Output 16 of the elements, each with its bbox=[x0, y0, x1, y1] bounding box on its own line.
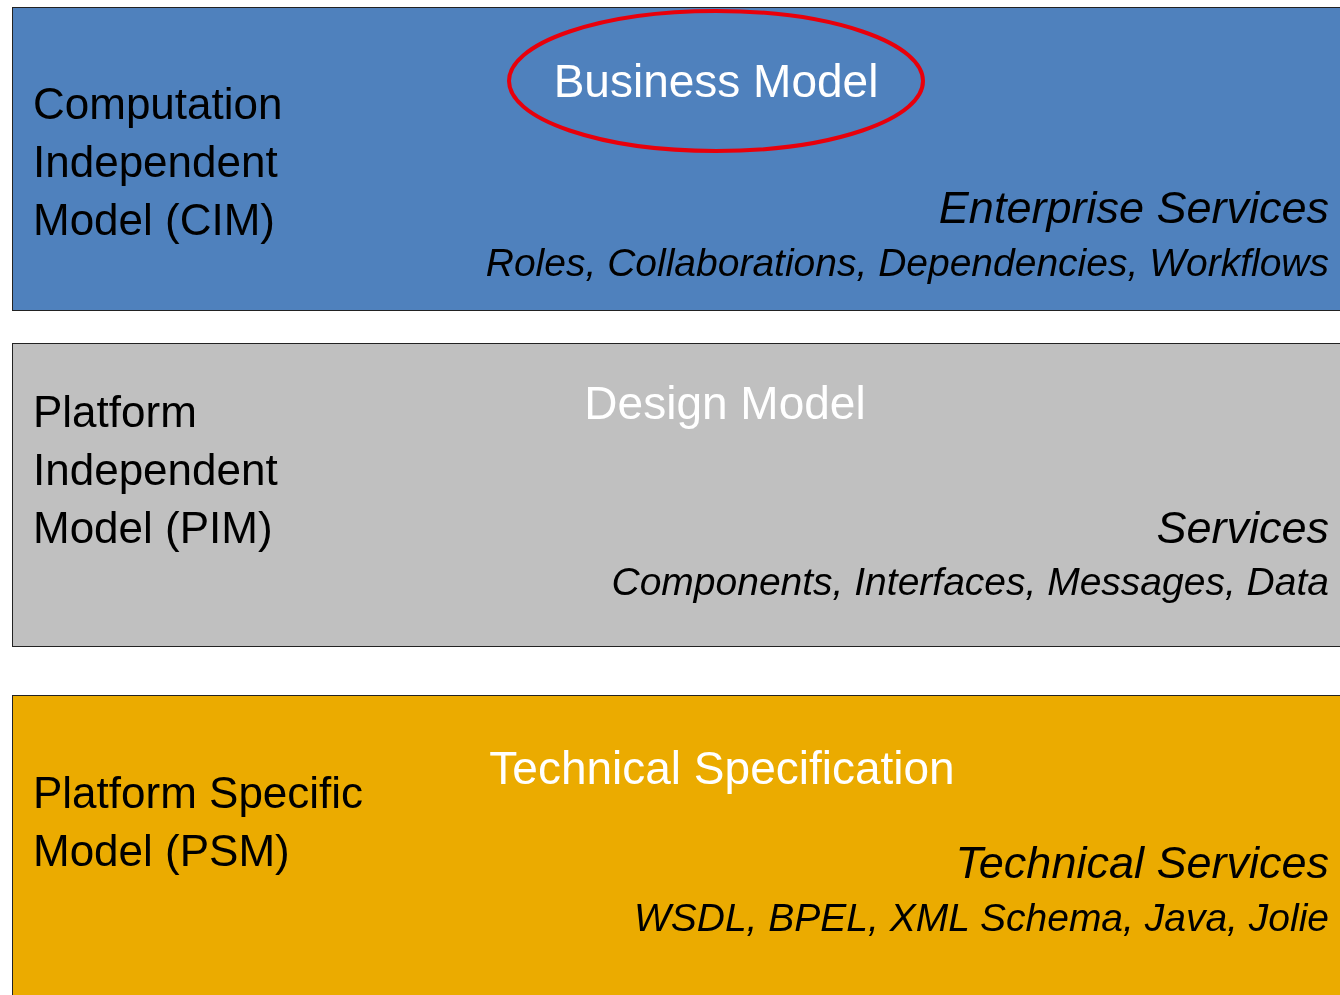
technology-list: WSDL, BPEL, XML Schema, Java, Jolie bbox=[633, 893, 1329, 943]
layer-title: Computation Independent Model (CIM) bbox=[33, 78, 284, 246]
layer-title: Platform Specific Model (PSM) bbox=[33, 767, 365, 877]
technology-list: Components, Interfaces, Messages, Data bbox=[611, 557, 1329, 607]
technology-list: Roles, Collaborations, Dependencies, Workflows bbox=[485, 238, 1329, 288]
services-heading: Enterprise Services bbox=[938, 181, 1329, 235]
model-title: Technical Specification bbox=[489, 741, 955, 796]
layer-band bbox=[12, 7, 1340, 311]
model-title: Business Model bbox=[552, 54, 880, 109]
model-title: Design Model bbox=[584, 376, 866, 431]
layer-band bbox=[12, 695, 1340, 995]
layer-title: Platform Independent Model (PIM) bbox=[33, 386, 279, 554]
services-heading: Technical Services bbox=[955, 836, 1329, 890]
highlight-ellipse bbox=[506, 8, 926, 154]
services-heading: Services bbox=[1156, 501, 1329, 555]
layer-band bbox=[12, 343, 1340, 647]
